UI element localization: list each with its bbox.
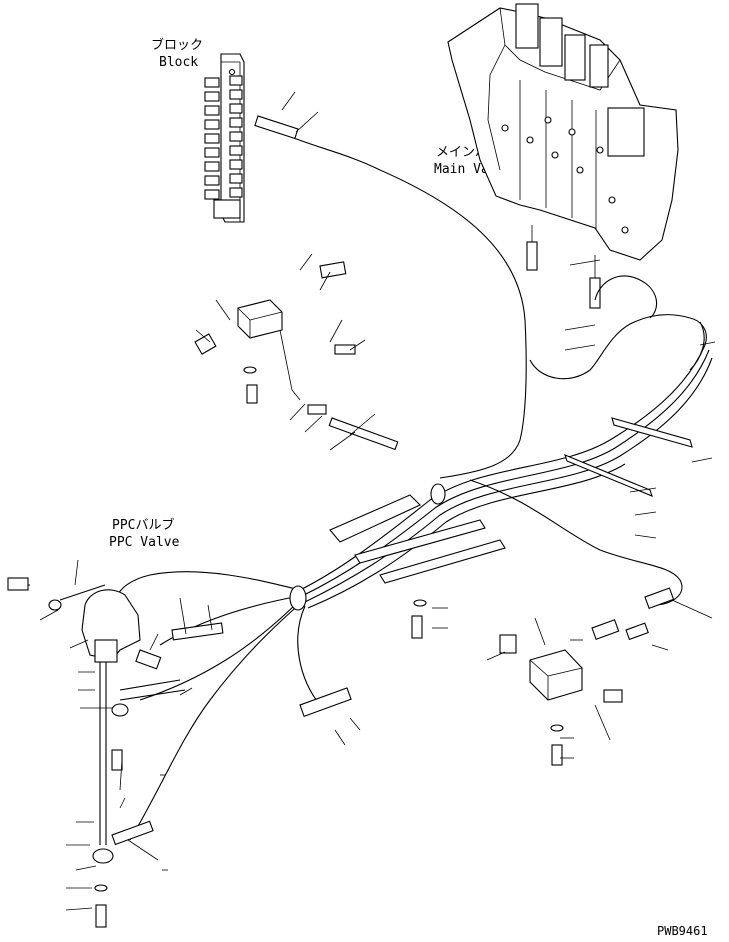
block-fitting bbox=[229, 173, 243, 184]
leader-line bbox=[329, 431, 356, 451]
block-fitting bbox=[204, 175, 220, 186]
block-fitting bbox=[229, 103, 243, 114]
block-fitting bbox=[229, 117, 243, 128]
upper-junction-block bbox=[194, 261, 399, 451]
valve-port bbox=[596, 146, 604, 154]
block-fitting bbox=[229, 187, 243, 198]
block-label-jp: ブロック bbox=[151, 38, 204, 53]
leader-line bbox=[634, 511, 657, 516]
valve-port bbox=[526, 136, 534, 144]
ppc-valve bbox=[7, 577, 352, 928]
valve-port bbox=[544, 116, 552, 124]
block-fitting bbox=[204, 105, 220, 116]
block-label-en: Block bbox=[159, 55, 199, 70]
leader-line bbox=[564, 324, 596, 331]
block-fitting bbox=[204, 161, 220, 172]
leader-line bbox=[594, 704, 611, 741]
leader-line bbox=[569, 259, 601, 266]
leader-line bbox=[281, 91, 296, 111]
leader-line bbox=[39, 609, 59, 621]
leader-line bbox=[149, 633, 159, 651]
block-fitting bbox=[229, 145, 243, 156]
lower-junction-block bbox=[411, 587, 675, 766]
leader-line bbox=[349, 717, 361, 731]
leader-line bbox=[195, 329, 211, 343]
leader-line bbox=[349, 339, 366, 351]
leader-line bbox=[304, 415, 323, 433]
leader-line bbox=[671, 599, 713, 619]
leader-line bbox=[699, 341, 716, 346]
block-fitting bbox=[204, 91, 220, 102]
block-fitting bbox=[204, 147, 220, 158]
block-fitting bbox=[204, 77, 220, 88]
block-fitting bbox=[229, 159, 243, 170]
valve-port bbox=[621, 226, 629, 234]
leader-line bbox=[179, 597, 187, 635]
block-fitting bbox=[229, 89, 243, 100]
brackets bbox=[329, 417, 693, 584]
leader-line bbox=[334, 729, 346, 746]
leader-line bbox=[634, 534, 657, 539]
leader-line bbox=[207, 604, 213, 631]
ppc-valve-label-jp: PPCバルブ bbox=[112, 518, 175, 533]
leader-line bbox=[299, 253, 313, 271]
valve-port bbox=[501, 124, 509, 132]
drawing-code: PWB9461 bbox=[657, 924, 708, 938]
valve-port bbox=[576, 166, 584, 174]
valve-port bbox=[608, 196, 616, 204]
leader-line bbox=[319, 271, 331, 291]
leader-lines bbox=[39, 91, 716, 911]
block-fitting bbox=[229, 75, 243, 86]
leader-line bbox=[119, 759, 123, 791]
main-valve bbox=[447, 3, 679, 309]
leader-line bbox=[179, 687, 193, 696]
leader-line bbox=[486, 651, 506, 661]
block-fitting bbox=[204, 133, 220, 144]
leader-line bbox=[329, 319, 343, 343]
leader-line bbox=[691, 457, 713, 463]
block-fitting bbox=[204, 119, 220, 130]
leader-line bbox=[119, 797, 126, 809]
leader-line bbox=[629, 487, 657, 493]
leader-line bbox=[215, 299, 231, 321]
leader-line bbox=[349, 413, 376, 436]
leader-line bbox=[75, 865, 97, 871]
ppc-valve-label-en: PPC Valve bbox=[109, 535, 180, 550]
valve-port bbox=[551, 151, 559, 159]
leader-line bbox=[127, 839, 159, 861]
block-fitting bbox=[204, 189, 220, 200]
leader-line bbox=[74, 559, 79, 586]
leader-line bbox=[651, 644, 669, 651]
leader-line bbox=[69, 639, 89, 649]
leader-line bbox=[534, 617, 546, 646]
block-fitting bbox=[229, 131, 243, 142]
block-manifold bbox=[204, 53, 245, 223]
valve-port bbox=[568, 128, 576, 136]
leader-line bbox=[289, 403, 306, 421]
leader-line bbox=[564, 344, 596, 351]
leader-line bbox=[295, 111, 319, 133]
hoses bbox=[113, 115, 713, 841]
leader-line bbox=[65, 907, 93, 911]
